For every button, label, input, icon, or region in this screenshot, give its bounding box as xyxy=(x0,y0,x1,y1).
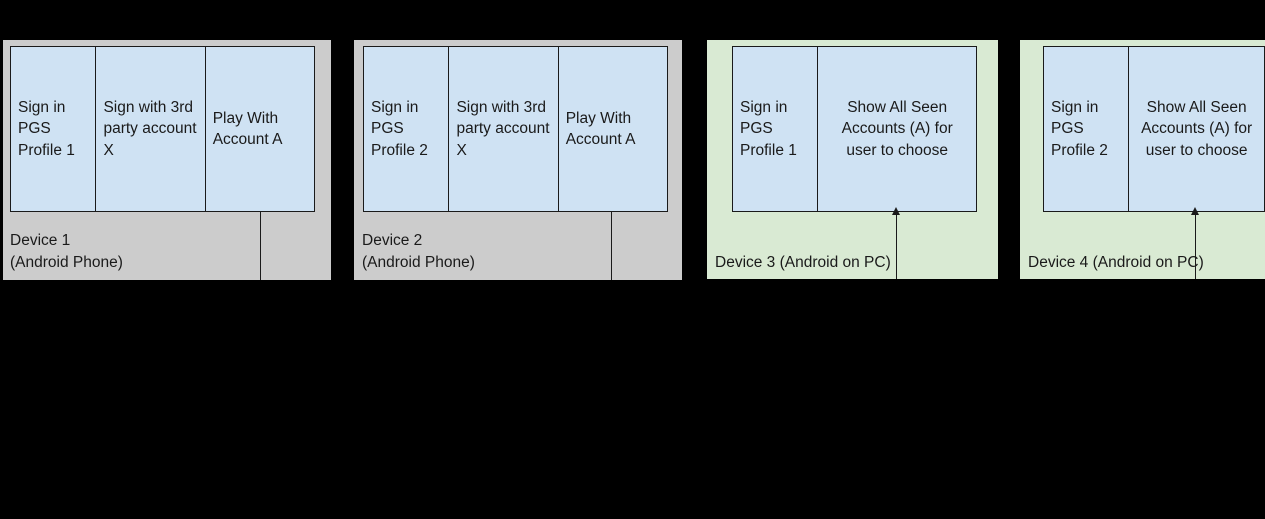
panel-1-step-2[interactable]: Sign with 3rd party account X xyxy=(96,47,206,211)
panel-3-arrow-head-icon xyxy=(892,207,900,215)
panel-4-step-1[interactable]: Sign in PGS Profile 2 xyxy=(1044,47,1130,211)
panel-3-step-2[interactable]: Show All Seen Accounts (A) for user to c… xyxy=(818,47,976,211)
panel-2-step-3[interactable]: Play With Account A xyxy=(558,47,667,211)
panel-4-step-2[interactable]: Show All Seen Accounts (A) for user to c… xyxy=(1129,47,1264,211)
panel-1-step-1[interactable]: Sign in PGS Profile 1 xyxy=(11,47,97,211)
panel-2-inner-divider xyxy=(611,211,613,280)
device-label-1: Device 1 (Android Phone) xyxy=(10,232,123,271)
panel-1-step-row: Sign in PGS Profile 1 Sign with 3rd part… xyxy=(10,46,315,212)
panel-3-step-1[interactable]: Sign in PGS Profile 1 xyxy=(733,47,819,211)
panel-4-arrow-line xyxy=(1195,213,1197,279)
device-label-3: Device 3 (Android on PC) xyxy=(715,254,891,271)
device-label-2: Device 2 (Android Phone) xyxy=(362,232,475,271)
panel-3-arrow-line xyxy=(896,213,898,279)
panel-1-step-3[interactable]: Play With Account A xyxy=(205,47,314,211)
panel-4-step-row: Sign in PGS Profile 2 Show All Seen Acco… xyxy=(1043,46,1265,212)
panel-1-inner-divider xyxy=(260,211,262,280)
panel-3-step-row: Sign in PGS Profile 1 Show All Seen Acco… xyxy=(732,46,977,212)
panel-4-arrow-head-icon xyxy=(1191,207,1199,215)
panel-2-step-row: Sign in PGS Profile 2 Sign with 3rd part… xyxy=(363,46,668,212)
panel-2-step-1[interactable]: Sign in PGS Profile 2 xyxy=(364,47,450,211)
device-label-4: Device 4 (Android on PC) xyxy=(1028,254,1204,271)
panel-2-step-2[interactable]: Sign with 3rd party account X xyxy=(449,47,559,211)
